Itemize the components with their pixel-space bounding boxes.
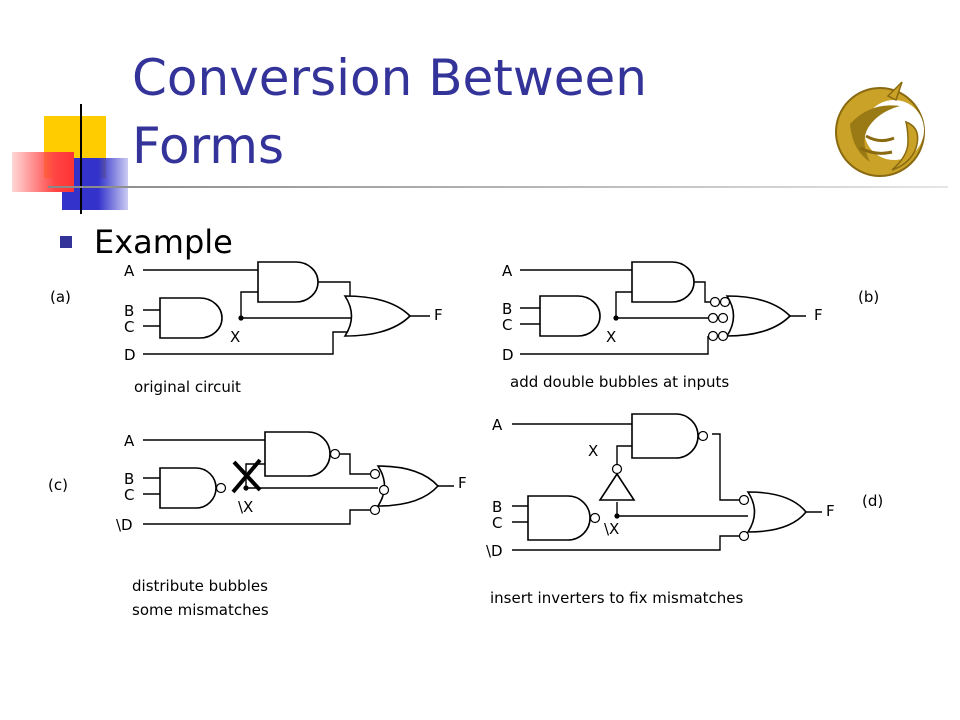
pegasus-logo-icon: [835, 81, 925, 177]
panel-d-inverter-bubble: [611, 463, 623, 475]
panel-d: (d) A B C \D X \X F insert inverters to …: [486, 413, 883, 607]
panel-d-or-bubble-2: [738, 530, 750, 542]
panel-a-input-c: C: [124, 318, 134, 336]
panel-d-node-not-x: \X: [604, 520, 619, 538]
panel-d-caption: insert inverters to fix mismatches: [490, 589, 744, 607]
panel-c-input-c: C: [124, 486, 134, 504]
title-line-2: Forms: [132, 117, 285, 175]
panel-a-node-x: X: [230, 328, 240, 346]
square-bullet-icon: [60, 236, 72, 248]
panel-c-tag: (c): [48, 476, 68, 494]
panel-c-caption-line-1: distribute bubbles: [132, 577, 268, 595]
panel-a: (a) A B C D X F original circuit: [50, 261, 443, 396]
x-mark-icon: [231, 458, 262, 494]
panel-b-bubble-3: [707, 312, 719, 324]
panel-a-input-b: B: [124, 302, 134, 320]
panel-c-nand-gate-1-bubble: [215, 482, 227, 494]
panel-b-junction-dot: [613, 315, 619, 321]
panel-d-node-x: X: [588, 442, 598, 460]
panel-b-input-b: B: [502, 300, 512, 318]
panel-d-output-f: F: [826, 502, 835, 520]
panel-a-output-f: F: [434, 306, 443, 324]
panel-b-bubble-5: [707, 330, 719, 342]
slide-title: Conversion Between Forms: [132, 44, 832, 180]
deco-vertical-line: [80, 104, 82, 214]
panel-b-bubble-1: [709, 296, 721, 308]
panel-a-caption: original circuit: [134, 378, 241, 396]
panel-d-and-gate-2-bubble: [697, 430, 709, 442]
panel-b-output-f: F: [814, 306, 823, 324]
panel-c-and-gate-2-bubble: [329, 448, 341, 460]
panel-d-tag: (d): [862, 492, 883, 510]
panel-c-input-a: A: [124, 432, 135, 450]
panel-c-junction-dot: [243, 485, 249, 491]
panel-b-and-gate-2: [631, 261, 695, 303]
panel-c-or-bubble-2: [378, 484, 390, 496]
panel-b-bubble-4: [717, 312, 729, 324]
panel-b-node-x: X: [606, 328, 616, 346]
title-line-1: Conversion Between: [132, 49, 647, 107]
panel-c-input-d: \D: [116, 516, 133, 534]
panel-c-output-f: F: [458, 474, 467, 492]
panel-c-and-gate-2: [264, 431, 331, 477]
panel-a-or-gate: [343, 295, 412, 337]
panel-d-input-d: \D: [486, 542, 503, 560]
panel-a-input-d: D: [124, 346, 136, 364]
panel-b-input-d: D: [502, 346, 514, 364]
panel-c-node-x: \X: [238, 498, 253, 516]
panel-d-and-gate-2: [631, 413, 699, 459]
panel-a-junction-dot: [238, 315, 244, 321]
panel-b-tag: (b): [858, 288, 879, 306]
panel-c-or-bubble-1: [369, 468, 381, 480]
panel-c-or-bubble-3: [369, 504, 381, 516]
panel-d-input-a: A: [492, 416, 503, 434]
panel-a-tag: (a): [50, 288, 71, 306]
panel-b-bubble-2: [719, 296, 731, 308]
panel-c: (c) A B C \D \X F distribute bubbles som…: [48, 431, 467, 619]
panel-b-input-a: A: [502, 262, 513, 280]
panel-b-or-gate: [725, 295, 792, 337]
panel-b-caption: add double bubbles at inputs: [510, 373, 729, 391]
bullet-text: Example: [94, 223, 233, 261]
panel-b: (b) A B C D X F add double bubbles at in…: [502, 261, 879, 391]
panel-d-input-b: B: [492, 498, 502, 516]
panel-b-input-c: C: [502, 316, 512, 334]
panel-d-nand-gate-1: [527, 495, 591, 541]
panel-d-or-gate: [746, 491, 808, 533]
deco-red-square: [12, 152, 74, 192]
panel-b-bubble-6: [717, 330, 729, 342]
panel-d-nand-gate-1-bubble: [589, 512, 601, 524]
panel-a-and-gate-1: [159, 297, 223, 339]
panel-d-input-c: C: [492, 514, 502, 532]
panel-c-nand-gate-1: [159, 467, 217, 509]
panel-a-and-gate-2: [257, 261, 319, 303]
panel-d-or-bubble-1: [738, 494, 750, 506]
deco-horizontal-line: [48, 186, 948, 188]
panel-a-input-a: A: [124, 262, 135, 280]
panel-d-junction-dot: [614, 513, 620, 519]
panel-b-and-gate-1: [539, 295, 601, 337]
panel-c-caption-line-2: some mismatches: [132, 601, 269, 619]
panel-c-input-b: B: [124, 470, 134, 488]
panel-d-inverter: [598, 472, 636, 501]
